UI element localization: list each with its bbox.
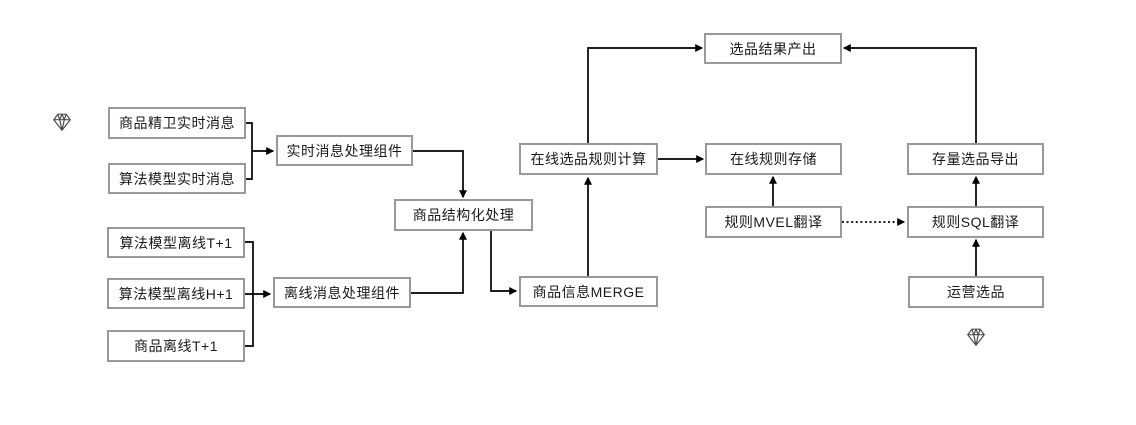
- node-label: 在线规则存储: [730, 151, 817, 167]
- node-label: 运营选品: [947, 284, 1005, 300]
- node-algo-model-offline-t1: 算法模型离线T+1: [107, 227, 245, 258]
- node-label: 选品结果产出: [729, 40, 817, 57]
- node-label: 离线消息处理组件: [284, 284, 400, 301]
- gem-icon: [967, 328, 985, 346]
- node-online-selection-rule-calc: 在线选品规则计算: [519, 143, 658, 175]
- node-label: 算法模型离线T+1: [119, 234, 233, 251]
- node-selection-result-output: 选品结果产出: [704, 33, 842, 64]
- node-algo-model-realtime-msg: 算法模型实时消息: [108, 163, 246, 194]
- node-ops-selection: 运营选品: [908, 276, 1044, 308]
- node-label: 规则MVEL翻译: [724, 214, 823, 230]
- node-label: 算法模型实时消息: [119, 170, 235, 187]
- node-label: 商品信息MERGE: [532, 283, 645, 300]
- node-goods-structuring: 商品结构化处理: [394, 199, 533, 231]
- node-rule-sql-translate: 规则SQL翻译: [907, 206, 1044, 238]
- edge-stock-export-to-result: [842, 44, 977, 143]
- node-label: 存量选品导出: [932, 151, 1019, 167]
- node-algo-model-offline-h1: 算法模型离线H+1: [107, 278, 245, 309]
- node-label: 在线选品规则计算: [530, 151, 647, 167]
- node-goods-offline-t1: 商品离线T+1: [107, 330, 245, 362]
- gem-icon: [53, 113, 71, 131]
- node-label: 商品结构化处理: [412, 207, 515, 223]
- edge-realtime-sources-bracket: [246, 122, 253, 180]
- node-label: 算法模型离线H+1: [118, 285, 234, 302]
- edge-realtime-processor-to-structuring: [413, 150, 467, 199]
- edge-structuring-to-merge: [490, 231, 518, 295]
- node-goods-info-merge: 商品信息MERGE: [519, 276, 658, 307]
- node-jingwei-realtime-msg: 商品精卫实时消息: [108, 107, 246, 139]
- node-rule-mvel-translate: 规则MVEL翻译: [705, 206, 842, 238]
- node-online-rule-storage: 在线规则存储: [705, 143, 842, 175]
- node-label: 商品精卫实时消息: [119, 115, 235, 131]
- node-label: 规则SQL翻译: [931, 214, 1020, 230]
- node-label: 实时消息处理组件: [286, 142, 403, 159]
- node-offline-msg-processor: 离线消息处理组件: [273, 277, 411, 308]
- edge-offline-processor-to-structuring: [411, 231, 467, 294]
- node-realtime-msg-processor: 实时消息处理组件: [276, 135, 413, 166]
- node-stock-selection-export: 存量选品导出: [907, 143, 1044, 175]
- node-label: 商品离线T+1: [133, 338, 218, 354]
- edge-rule-calc-to-result: [587, 44, 704, 143]
